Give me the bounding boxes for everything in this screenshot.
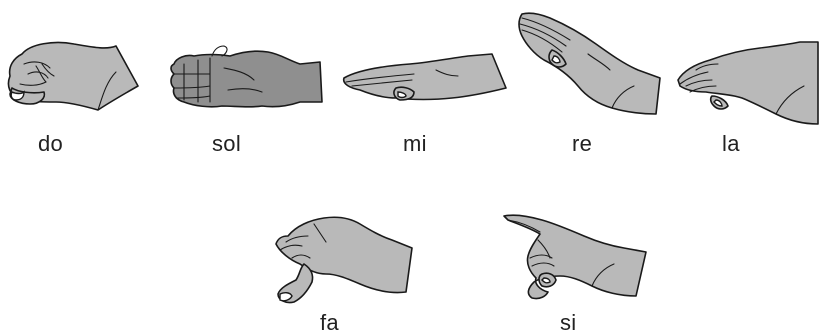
hand-drooping-icon [676, 40, 820, 124]
sign-mi [340, 52, 508, 102]
label-si: si [560, 312, 577, 334]
label-fa: fa [320, 312, 339, 334]
sign-fa [266, 212, 414, 310]
sign-do [2, 36, 142, 112]
label-mi: mi [403, 133, 427, 155]
label-sol: sol [212, 133, 241, 155]
hand-flat-level-icon [340, 52, 508, 102]
sign-si [500, 212, 648, 300]
label-la: la [722, 133, 740, 155]
hand-pointing-icon [500, 212, 648, 300]
hand-fist-icon [2, 36, 142, 112]
hand-flat-palm-icon [164, 40, 324, 112]
label-do: do [38, 133, 63, 155]
label-re: re [572, 133, 592, 155]
sign-la [676, 40, 820, 124]
sign-re [516, 10, 662, 114]
hand-slanted-up-icon [516, 10, 662, 114]
hand-thumb-down-icon [266, 212, 414, 310]
sign-sol [164, 40, 324, 112]
